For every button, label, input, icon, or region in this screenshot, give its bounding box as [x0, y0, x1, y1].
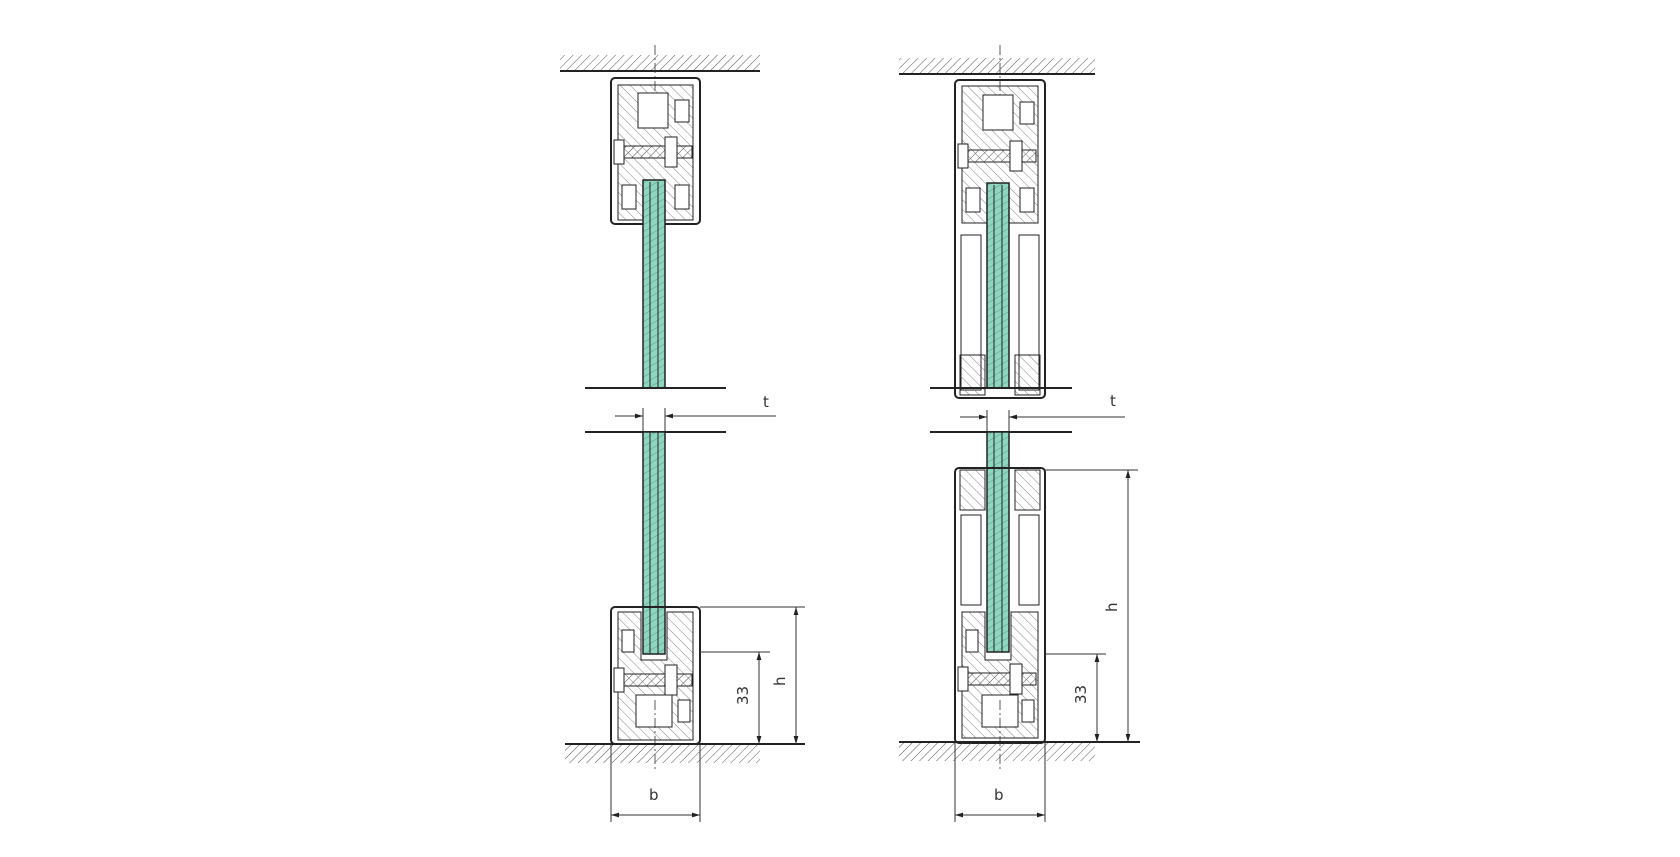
- right-top-profile: [954, 79, 1046, 399]
- left-lower-glass: [585, 431, 726, 655]
- left-thickness-dimension: t: [615, 393, 776, 434]
- left-width-dimension: b: [610, 744, 701, 822]
- left-t-label: t: [763, 393, 769, 411]
- left-height-dimensions: 33 h: [700, 606, 805, 744]
- right-33-label: 33: [1072, 685, 1090, 704]
- left-top-profile: [610, 77, 701, 225]
- right-h-label: h: [1103, 602, 1121, 612]
- right-floor: [899, 741, 1140, 761]
- left-floor: [565, 743, 805, 763]
- right-glass-pane: [930, 182, 1072, 389]
- right-width-dimension: b: [954, 742, 1046, 822]
- left-glass-pane: [585, 179, 726, 389]
- left-bottom-profile: [610, 606, 701, 770]
- right-t-label: t: [1110, 392, 1116, 410]
- right-b-label: b: [994, 786, 1004, 804]
- right-lower-glass: [930, 431, 1072, 653]
- left-h-label: h: [771, 676, 789, 686]
- right-thickness-dimension: t: [960, 392, 1125, 434]
- right-bottom-profile: [954, 467, 1046, 770]
- right-assembly: t: [899, 45, 1140, 822]
- left-b-label: b: [649, 786, 659, 804]
- left-33-label: 33: [734, 686, 752, 705]
- left-assembly: t: [560, 45, 805, 822]
- right-ceiling: [899, 45, 1095, 120]
- right-height-dimensions: 33 h: [1045, 469, 1138, 742]
